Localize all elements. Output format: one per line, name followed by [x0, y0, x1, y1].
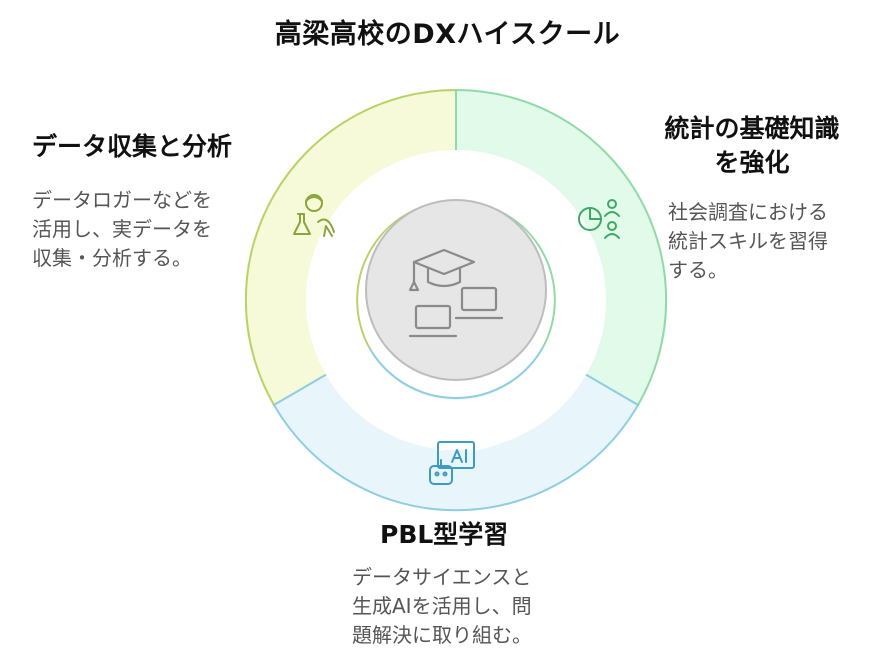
left-heading: データ収集と分析: [32, 130, 232, 164]
pie-chart-people-icon: [578, 199, 620, 239]
left-desc-line: データロガーなどを: [32, 188, 212, 212]
ai-robot-icon: [429, 441, 475, 485]
graduation-laptops-icon: [408, 248, 504, 338]
right-heading-line: 統計の基礎知識: [664, 114, 840, 143]
right-desc-line: 社会調査における: [668, 200, 828, 224]
left-desc-line: 活用し、実データを: [32, 217, 212, 241]
right-desc-line: する。: [668, 258, 728, 282]
bottom-heading-line: PBL型学習: [380, 520, 509, 549]
center-hub: [365, 199, 547, 381]
right-desc-line: 統計スキルを習得: [668, 229, 828, 253]
arrow-tab-top: [358, 178, 556, 230]
bottom-desc-line: 生成AIを活用し、問: [352, 594, 532, 618]
right-description: 社会調査における 統計スキルを習得 する。: [668, 198, 828, 285]
bottom-desc-line: 題解決に取り組む。: [352, 623, 532, 647]
arrow-tab-right-inner: [560, 250, 593, 356]
right-heading: 統計の基礎知識 を強化: [642, 112, 862, 180]
left-desc-line: 収集・分析する。: [32, 246, 192, 270]
page-title: 高梁高校のDXハイスクール: [274, 19, 621, 50]
inner-ring-gap: [305, 150, 606, 451]
bottom-description: データサイエンスと 生成AIを活用し、問 題解決に取り組む。: [352, 563, 532, 650]
left-description: データロガーなどを 活用し、実データを 収集・分析する。: [32, 186, 212, 273]
right-heading-line: を強化: [714, 148, 790, 177]
left-heading-line: データ収集と分析: [32, 132, 233, 161]
bottom-heading: PBL型学習: [380, 518, 508, 552]
bottom-desc-line: データサイエンスと: [352, 565, 532, 589]
scientist-icon: [293, 194, 335, 237]
arrow-tab-left-inner: [325, 258, 352, 362]
